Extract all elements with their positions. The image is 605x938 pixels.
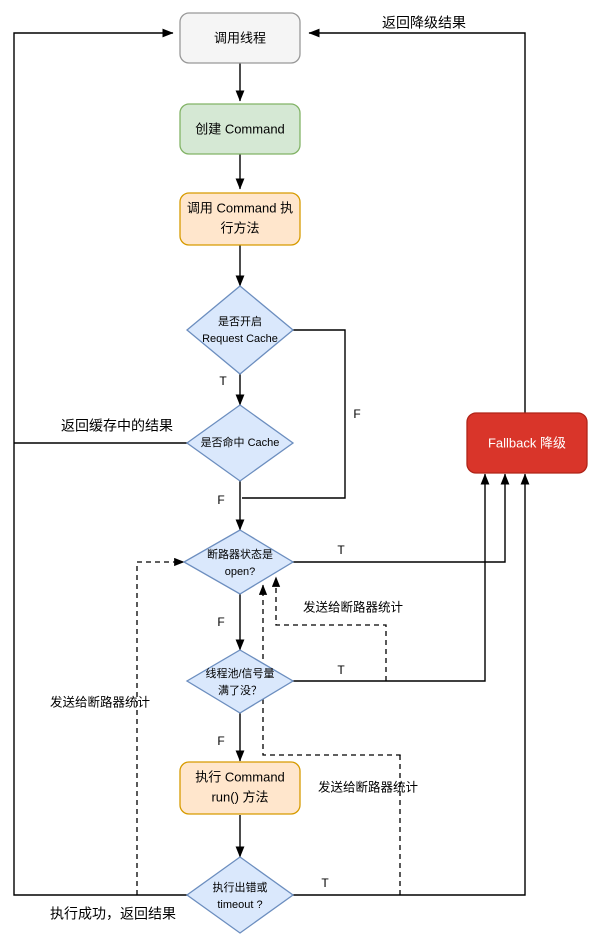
edge-errortimeout-true-to-fallback	[293, 473, 530, 896]
error-timeout-label-line2: timeout ?	[217, 899, 262, 911]
label-send-circuit-stats-3: 发送给断路器统计	[50, 694, 150, 709]
create-command-label: 创建 Command	[195, 121, 285, 136]
create-command-shape	[179, 103, 301, 155]
label-t-error-true: T	[321, 876, 329, 890]
node-request-cache-decision[interactable]: 是否开启 Request Cache	[185, 285, 295, 375]
edge-success-return-loop	[13, 28, 240, 896]
edge-stats-success-to-circuit	[136, 557, 185, 895]
node-run-method[interactable]: 执行 Command run() 方法	[179, 761, 301, 815]
label-return-cached-result: 返回缓存中的结果	[61, 418, 173, 434]
label-send-circuit-stats-2: 发送给断路器统计	[318, 779, 418, 794]
node-create-command[interactable]: 创建 Command	[179, 103, 301, 155]
pool-full-label-line2: 满了没？	[218, 684, 262, 697]
calling-thread-label: 调用线程	[214, 30, 266, 45]
node-pool-full-decision[interactable]: 线程池/信号量 满了没？	[185, 649, 295, 714]
execute-method-shape	[179, 192, 301, 246]
label-t-request-cache-true: T	[219, 374, 227, 388]
request-cache-shape	[185, 285, 295, 375]
node-error-timeout-decision[interactable]: 执行出错或 timeout ?	[185, 856, 295, 934]
label-return-fallback-result: 返回降级结果	[382, 15, 466, 31]
edge-circuitopen-true-to-fallback	[293, 473, 510, 563]
node-fallback[interactable]: Fallback 降级	[466, 412, 588, 474]
node-calling-thread[interactable]: 调用线程	[179, 12, 301, 64]
edge-poolfull-true-to-fallback	[293, 473, 490, 682]
request-cache-label-line1: 是否开启	[218, 315, 262, 328]
label-f-request-cache-false: F	[353, 407, 360, 421]
label-f-circuit-closed: F	[217, 615, 224, 629]
edge-requestcache-false	[242, 329, 346, 499]
label-f-cache-miss: F	[217, 493, 224, 507]
execute-method-label-line1: 调用 Command 执	[187, 200, 293, 215]
edge-stats-poolfull-to-circuit	[271, 576, 387, 681]
label-success-return-result: 执行成功，返回结果	[50, 906, 176, 922]
pool-full-label-line1: 线程池/信号量	[205, 666, 274, 680]
error-timeout-shape	[185, 856, 295, 934]
label-send-circuit-stats-1: 发送给断路器统计	[303, 599, 403, 614]
cache-hit-label: 是否命中 Cache	[201, 435, 280, 449]
run-method-label-line2: run() 方法	[211, 789, 268, 804]
execute-method-label-line2: 行方法	[220, 220, 259, 235]
pool-full-shape	[185, 649, 295, 714]
label-t-pool-full-true: T	[337, 663, 345, 677]
request-cache-label-line2: Request Cache	[202, 333, 278, 345]
node-circuit-breaker-decision[interactable]: 断路器状态是 open?	[182, 529, 295, 595]
circuit-breaker-shape	[182, 529, 295, 595]
error-timeout-label-line1: 执行出错或	[213, 880, 268, 894]
cache-hit-shape	[185, 404, 295, 482]
edge-fallback-return-top	[308, 28, 526, 413]
run-method-shape	[179, 761, 301, 815]
run-method-label-line1: 执行 Command	[195, 769, 285, 784]
circuit-breaker-label-line1: 断路器状态是	[207, 547, 273, 561]
label-f-pool-available: F	[217, 734, 224, 748]
node-execute-method[interactable]: 调用 Command 执 行方法	[179, 192, 301, 246]
fallback-shape	[466, 412, 588, 474]
calling-thread-shape	[179, 12, 301, 64]
fallback-label: Fallback 降级	[488, 435, 566, 450]
circuit-breaker-label-line2: open?	[225, 566, 256, 578]
label-t-circuit-open-true: T	[337, 543, 345, 557]
node-cache-hit-decision[interactable]: 是否命中 Cache	[185, 404, 295, 482]
